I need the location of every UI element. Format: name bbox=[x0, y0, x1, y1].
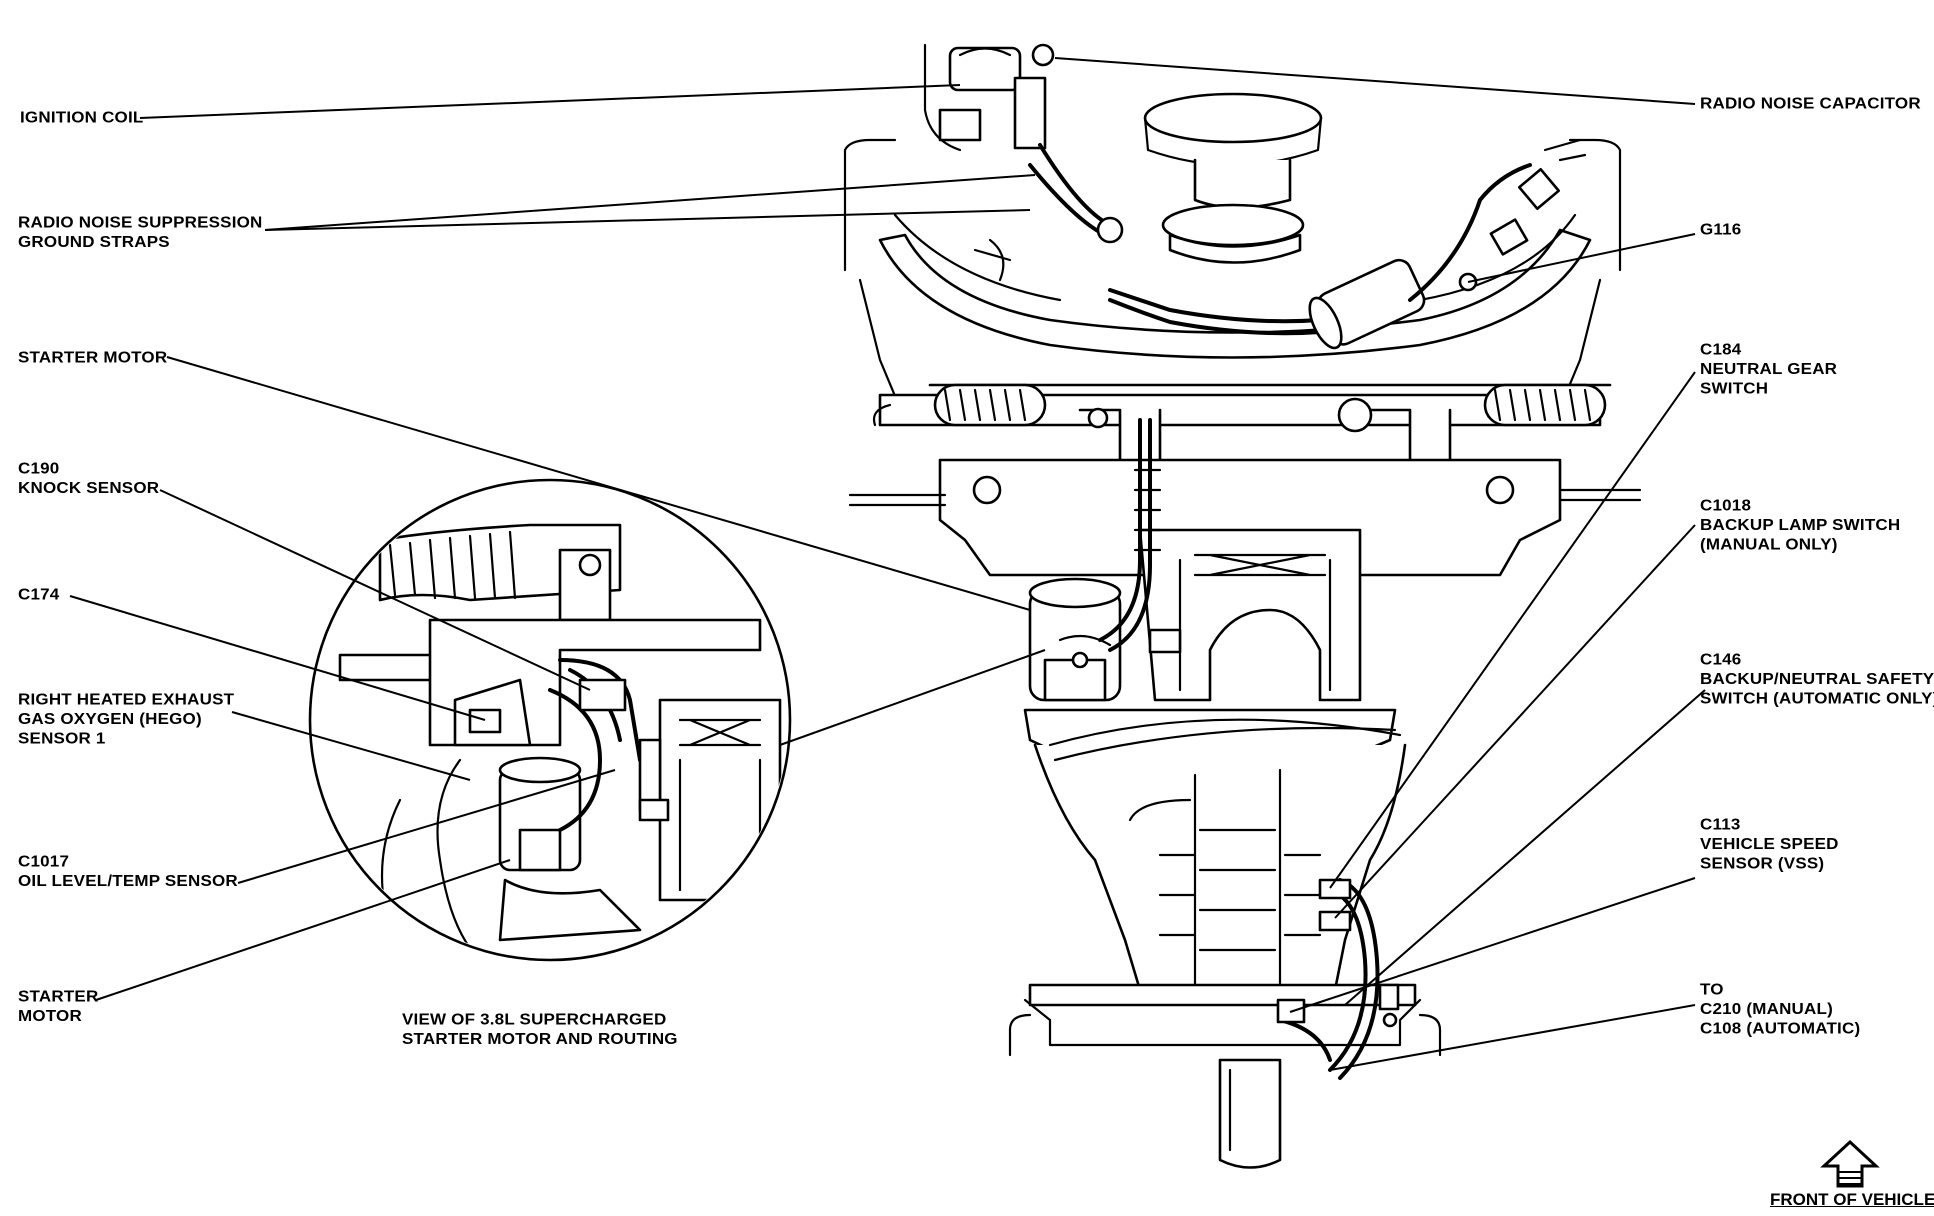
front-of-vehicle-label: FRONT OF VEHICLE bbox=[1770, 1190, 1934, 1209]
label-ignition-coil: IGNITION COIL bbox=[20, 108, 144, 127]
label-view-caption: VIEW OF 3.8L SUPERCHARGED STARTER MOTOR … bbox=[402, 1010, 678, 1048]
label-c113: C113 VEHICLE SPEED SENSOR (VSS) bbox=[1700, 815, 1839, 873]
engine-drawing bbox=[843, 43, 1642, 1169]
leader-lines bbox=[69, 57, 1706, 1071]
label-c1018: C1018 BACKUP LAMP SWITCH (MANUAL ONLY) bbox=[1700, 496, 1901, 554]
label-c190: C190 KNOCK SENSOR bbox=[18, 459, 160, 497]
label-radio-noise-capacitor: RADIO NOISE CAPACITOR bbox=[1700, 94, 1921, 113]
label-starter-motor-top: STARTER MOTOR bbox=[18, 348, 168, 367]
label-c174: C174 bbox=[18, 585, 60, 604]
label-c184: C184 NEUTRAL GEAR SWITCH bbox=[1700, 340, 1838, 398]
label-to-connectors: TO C210 (MANUAL) C108 (AUTOMATIC) bbox=[1700, 980, 1861, 1038]
inset-view bbox=[308, 478, 792, 962]
up-arrow-icon bbox=[1820, 1140, 1880, 1188]
label-c1017: C1017 OIL LEVEL/TEMP SENSOR bbox=[18, 852, 238, 890]
label-hego-sensor: RIGHT HEATED EXHAUST GAS OXYGEN (HEGO) S… bbox=[18, 690, 235, 748]
label-g116: G116 bbox=[1700, 220, 1742, 239]
label-c146: C146 BACKUP/NEUTRAL SAFETY SWITCH (AUTOM… bbox=[1700, 650, 1934, 708]
label-starter-motor-bottom: STARTER MOTOR bbox=[18, 987, 99, 1025]
label-ground-straps: RADIO NOISE SUPPRESSION GROUND STRAPS bbox=[18, 213, 263, 251]
